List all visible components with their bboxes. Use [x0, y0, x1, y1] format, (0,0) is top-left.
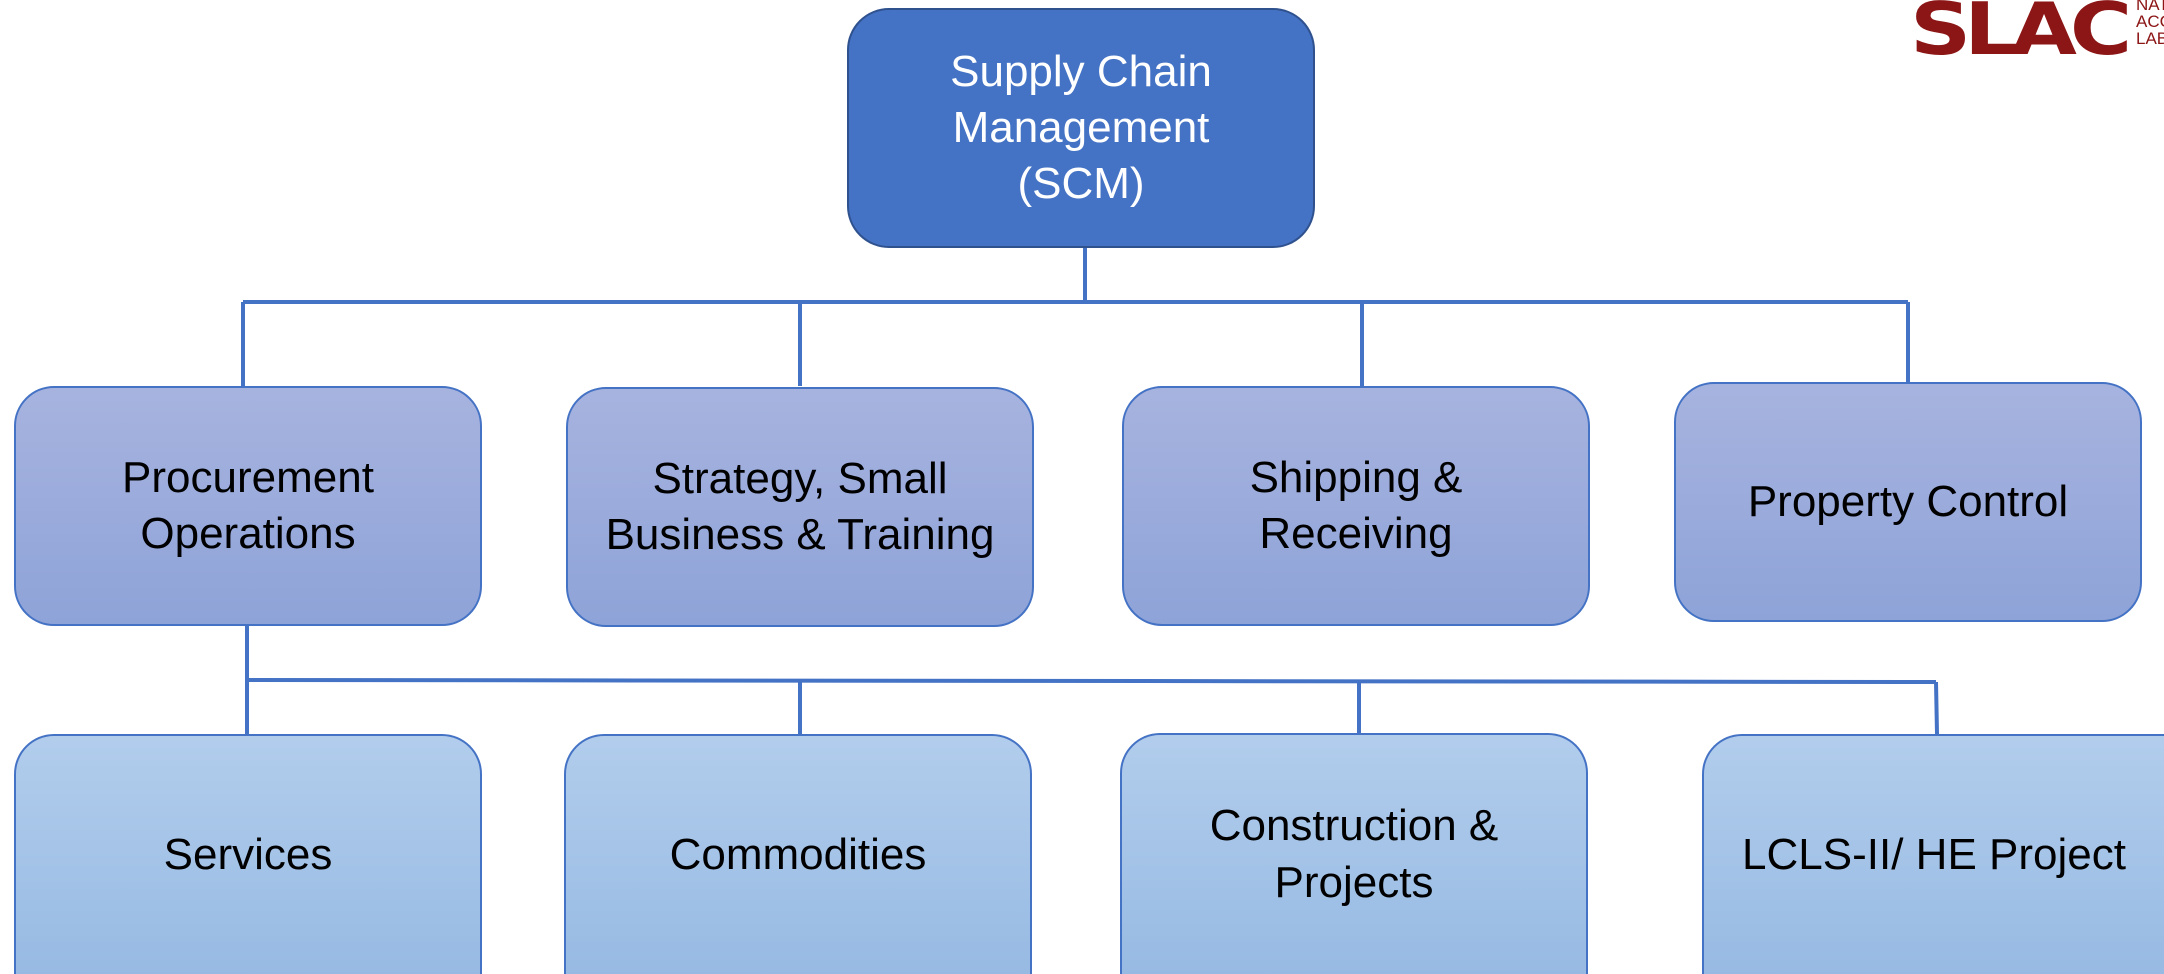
node-label-line: Construction &: [1209, 801, 1499, 851]
node-label-line: LCLS-II/ HE Project: [1742, 829, 2126, 879]
node-label-line: Projects: [1274, 857, 1434, 907]
node-lcls-ii-he-project: LCLS-II/ HE Project: [1702, 734, 2164, 974]
node-label-line: Commodities: [669, 829, 927, 879]
slac-logo-mark: SLAC: [1910, 0, 2132, 64]
node-label-line: Receiving: [1259, 509, 1453, 558]
node-services: Services: [14, 734, 482, 974]
node-label-line: Property Control: [1747, 476, 2069, 526]
node-shipping-receiving: Shipping & Receiving: [1122, 386, 1590, 626]
node-label-line: Business & Training: [605, 510, 995, 559]
node-label-line: Services: [163, 829, 333, 879]
node-supply-chain-management: Supply Chain Management (SCM): [847, 8, 1315, 248]
node-label-line: Procurement: [122, 452, 374, 502]
connector-level3-bus: [246, 678, 1937, 684]
node-label-line: Strategy, Small: [652, 453, 948, 503]
node-label-line: Management: [952, 102, 1210, 152]
node-construction-projects: Construction & Projects: [1120, 733, 1588, 974]
node-property-control: Property Control: [1674, 382, 2142, 622]
node-label-line: Shipping &: [1249, 452, 1463, 502]
logo-tag-line: NAT: [2136, 0, 2164, 14]
node-label-line: Supply Chain: [950, 46, 1212, 96]
node-label-line: (SCM): [1017, 159, 1145, 209]
node-strategy-small-business-training: Strategy, Small Business & Training: [566, 387, 1034, 627]
slac-logo-tagline: NAT ACC LABO: [2136, 0, 2164, 47]
node-commodities: Commodities: [564, 734, 1032, 974]
node-label-line: Operations: [140, 509, 356, 558]
logo-tag-line: LABO: [2136, 29, 2164, 48]
slac-logo: SLAC NAT ACC LABO: [1904, 0, 2164, 64]
connector-to-lcls: [1934, 681, 1939, 735]
node-procurement-operations: Procurement Operations: [14, 386, 482, 626]
logo-tag-line: ACC: [2136, 12, 2164, 31]
